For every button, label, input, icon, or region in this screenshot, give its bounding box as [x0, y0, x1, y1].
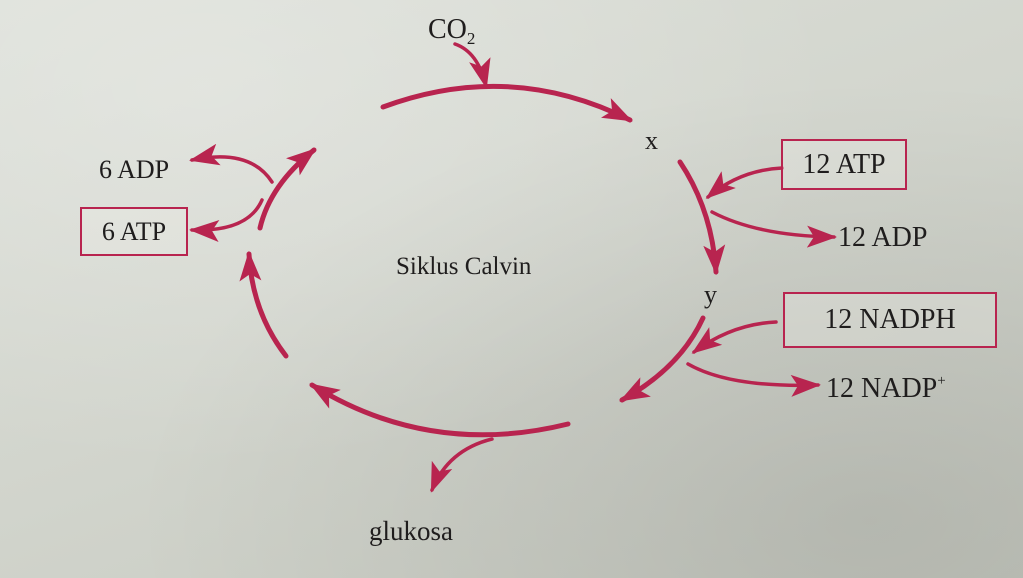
- top-arc-arrow: [380, 83, 633, 123]
- atp-right-label: 12 ATP: [802, 148, 886, 180]
- nadp-superscript: +: [937, 373, 946, 389]
- adp-right-label: 12 ADP: [838, 222, 928, 253]
- left-upper-arc-arrow: [257, 147, 317, 231]
- atp-input-arrow: [705, 166, 784, 199]
- nadph-box: 12 NADPH: [783, 292, 997, 348]
- co2-input-arrow: [453, 42, 491, 89]
- y-to-next-arrow: [619, 315, 706, 403]
- glukosa-output-arrow: [430, 437, 494, 493]
- co2-label: CO2: [428, 14, 476, 48]
- bottom-arc-arrow: [309, 382, 571, 438]
- glukosa-label: glukosa: [369, 516, 453, 546]
- nadph-input-arrow: [691, 320, 778, 354]
- co2-subscript: 2: [466, 29, 476, 48]
- nadp-text: 12 NADP: [826, 373, 938, 404]
- nadph-label: 12 NADPH: [824, 304, 956, 335]
- atp-left-box: 6 ATP: [80, 207, 188, 256]
- co2-text: CO: [428, 14, 467, 45]
- left-lower-arc-arrow: [239, 251, 289, 359]
- x-to-y-arrow: [677, 159, 726, 275]
- x-label: x: [645, 126, 658, 155]
- atp-right-box: 12 ATP: [781, 139, 907, 190]
- adp-left-output-arrow: [189, 143, 274, 184]
- nadp-label: 12 NADP+: [826, 374, 946, 403]
- y-label: y: [704, 280, 717, 309]
- atp-left-input-arrow: [189, 198, 264, 242]
- atp-left-label: 6 ATP: [101, 216, 167, 246]
- adp-output-arrow: [710, 210, 837, 248]
- nadp-output-arrow: [686, 362, 821, 397]
- adp-left-label: 6 ADP: [99, 155, 170, 184]
- cycle-title: Siklus Calvin: [396, 253, 532, 280]
